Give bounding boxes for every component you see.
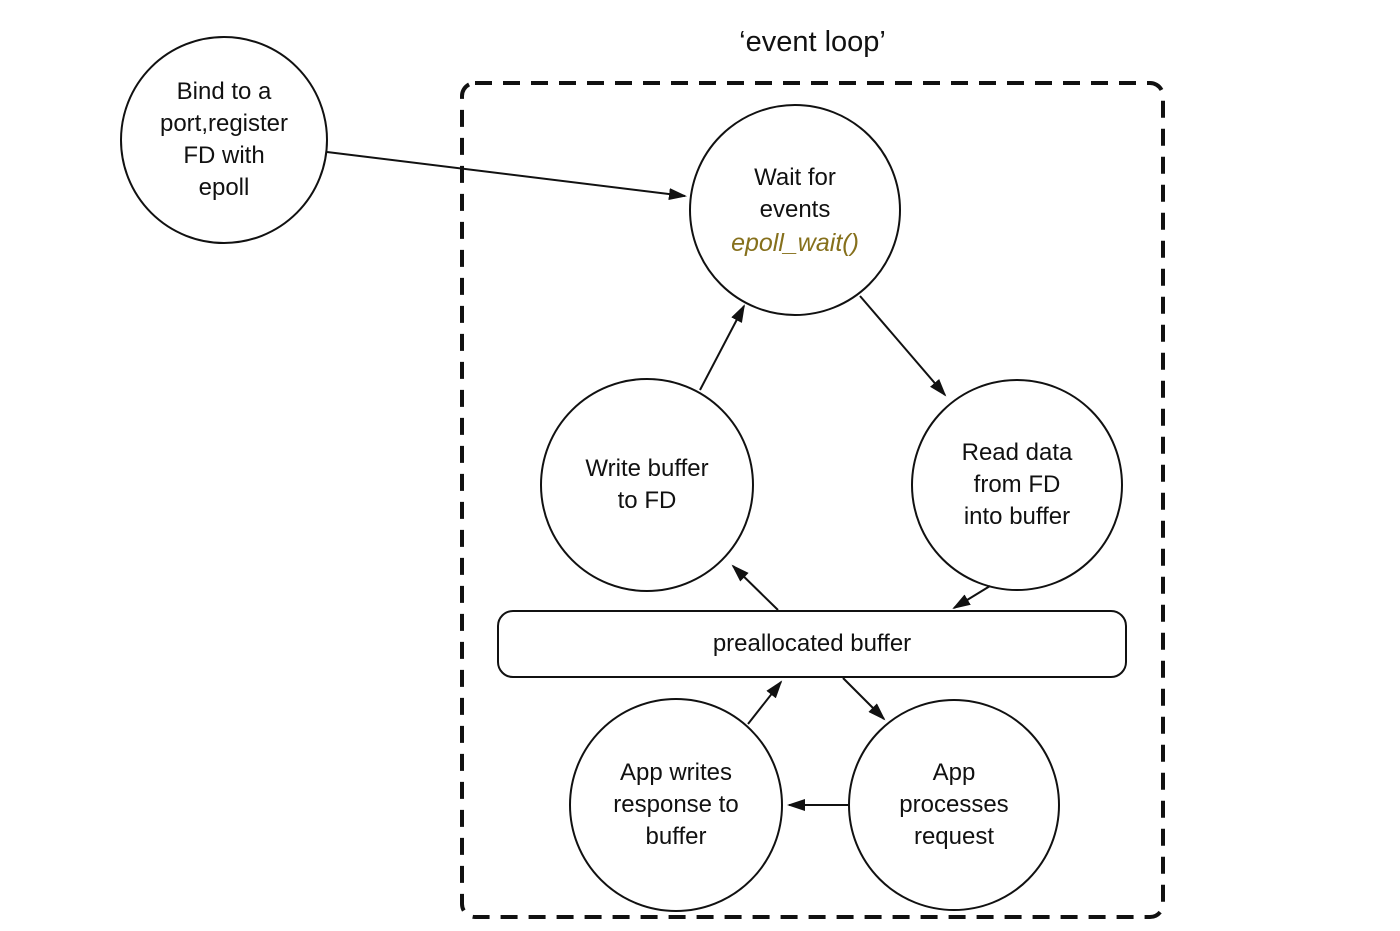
edge-wait-to-read-data [859,295,947,397]
node-app-writes-response-label: App writes response to buffer [613,759,739,850]
diagram-title: ‘event loop’ [739,26,886,58]
node-read-data-from-fd-label: Read data from FD into buffer [961,439,1073,530]
node-app-processes-request: App processes request [848,699,1060,911]
node-wait-for-events: Wait for events epoll_wait() [689,104,901,316]
edge-buffer-to-write-buffer [731,564,779,611]
node-bind-register-label: Bind to a port,register FD with epoll [159,78,289,201]
node-app-writes-response: App writes response to buffer [569,698,783,912]
node-epoll-wait-code: epoll_wait() [731,229,859,258]
node-write-buffer-to-fd-label: Write buffer to FD [585,455,709,514]
node-preallocated-buffer: preallocated buffer [497,610,1127,678]
edge-bind-to-wait [326,151,687,201]
node-preallocated-buffer-label: preallocated buffer [712,630,912,657]
node-bind-register: Bind to a port,register FD with epoll [120,36,328,244]
edge-read-data-to-buffer [952,585,991,610]
node-app-processes-request-label: App processes request [899,759,1009,850]
edge-app-writes-to-buffer [747,680,783,725]
node-wait-for-events-label: Wait for events [754,163,836,223]
edge-buffer-to-app-processes [842,677,886,721]
node-write-buffer-to-fd: Write buffer to FD [540,378,754,592]
edge-write-buffer-to-wait [699,304,745,391]
node-read-data-from-fd: Read data from FD into buffer [911,379,1123,591]
